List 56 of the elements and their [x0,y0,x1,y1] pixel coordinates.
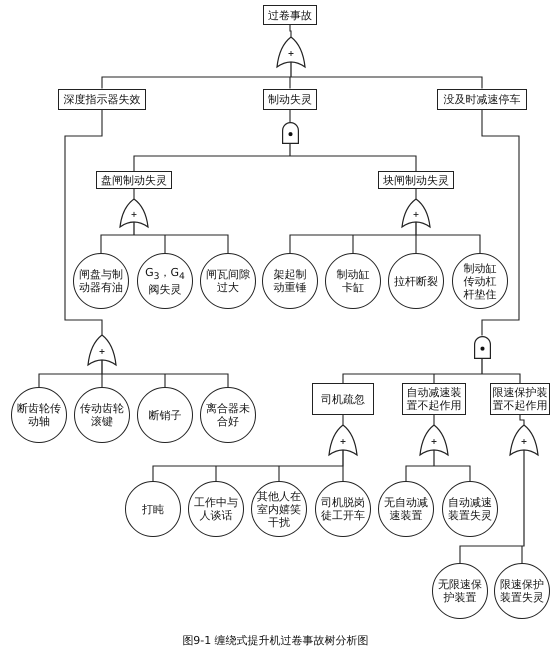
or-gate [329,425,357,455]
event-circle: 司机脱岗徒工开车 [315,481,371,537]
event-circle: 拉杆断裂 [388,253,444,309]
and-gate [282,122,298,144]
event-box: 块闸制动失灵 [378,171,454,189]
event-circle: 打盹 [125,481,181,537]
connector-line [290,62,483,88]
event-circle: 闸瓦间隙过大 [200,253,256,309]
event-circle: 工作中与人谈话 [188,481,244,537]
event-box: 过卷事故 [263,5,317,25]
connector-line [481,358,521,383]
connector-line [415,189,417,199]
connector-line [415,222,481,253]
event-circle: 制动缸传动杠杆垫住 [452,253,508,309]
connector-line [289,25,292,37]
event-box: 制动失灵 [263,88,317,110]
connector-line [481,110,520,336]
and-gate [474,336,490,358]
or-gate [402,199,430,227]
or-gate [510,425,538,455]
event-circle: G$_{3}$，G$_{4}$阀失灵 [137,253,193,309]
connector-line [133,222,229,253]
event-box: 盘闸制动失灵 [96,171,172,189]
connector-line [64,110,103,335]
event-box: 司机疏忽 [312,383,374,415]
event-circle: 制动缸卡缸 [325,253,381,309]
event-circle: 断齿轮传动轴 [11,387,67,443]
event-circle: 架起制动重锤 [262,253,318,309]
figure-caption: 图9-1 缠绕式提升机过卷事故树分析图 [182,633,369,648]
connector-line [101,360,229,387]
or-gate [120,199,148,227]
connector-line [342,450,344,481]
event-circle: 传动齿轮滚键 [74,387,130,443]
connector-line [342,415,344,425]
event-circle: 无限速保护装置 [432,563,488,619]
event-circle: 限速保护装置失灵 [494,563,550,619]
event-circle: 断销子 [137,387,193,443]
or-gate [88,335,116,365]
connector-line [521,450,525,563]
connector-line [133,189,135,199]
connector-line [289,144,417,171]
event-box: 深度指示器失效 [58,88,146,110]
event-circle: 自动减速装置失灵 [442,481,498,537]
or-gate [277,37,305,67]
connector-line [289,110,291,122]
connector-line [519,415,525,425]
connector-line [433,415,435,425]
event-box: 没及时减速停车 [437,88,527,110]
event-circle: 闸盘与制动器有油 [73,253,129,309]
connector-line [433,450,471,481]
event-box: 自动减速装置不起作用 [402,383,466,415]
event-circle: 离合器未合好 [200,387,256,443]
or-gate [420,425,448,455]
event-circle: 无自动减速装置 [378,481,434,537]
event-box: 限速保护装置不起作用 [490,383,550,415]
event-circle: 其他人在室内嬉笑干扰 [251,481,307,537]
